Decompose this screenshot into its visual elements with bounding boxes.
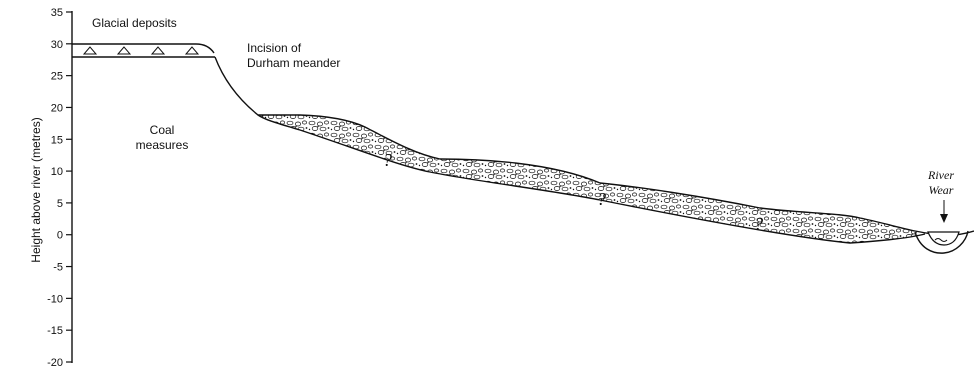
river-label-line2: Wear bbox=[929, 183, 954, 197]
incision-label-line1: Incision of bbox=[247, 41, 302, 55]
uncertainty-mark: ? bbox=[597, 189, 606, 209]
y-tick-label: 15 bbox=[51, 134, 63, 146]
y-tick-label: 25 bbox=[51, 71, 63, 83]
y-tick-label: -5 bbox=[53, 262, 63, 274]
uncertainty-mark: ? bbox=[754, 214, 763, 234]
glacial-deposits bbox=[72, 44, 215, 57]
y-axis: 35 30 25 20 15 10 5 0 -5 -10 -15 -20 Height above r… bbox=[29, 7, 72, 369]
coal-measures-label-line1: Coal bbox=[150, 123, 175, 137]
y-tick-label: -20 bbox=[47, 357, 63, 369]
y-tick-label: 35 bbox=[51, 7, 63, 19]
y-tick-label: 30 bbox=[51, 39, 63, 51]
glacial-triangle-icon bbox=[118, 47, 130, 54]
y-axis-label: Height above river (metres) bbox=[29, 117, 43, 262]
down-arrow-icon bbox=[940, 200, 948, 223]
incision-label-line2: Durham meander bbox=[247, 56, 340, 70]
river-label-line1: River bbox=[927, 168, 954, 182]
glacial-triangle-icon bbox=[84, 47, 96, 54]
glacial-triangle-icon bbox=[152, 47, 164, 54]
y-tick-label: -10 bbox=[47, 293, 63, 305]
glacial-triangle-icon bbox=[186, 47, 198, 54]
uncertainty-mark: ? bbox=[383, 150, 392, 170]
y-tick-label: 20 bbox=[51, 102, 63, 114]
y-tick-label: -15 bbox=[47, 325, 63, 337]
y-tick-label: 5 bbox=[57, 198, 63, 210]
ground-surface-profile bbox=[215, 57, 974, 235]
y-tick-label: 0 bbox=[57, 230, 63, 242]
glacial-deposits-label: Glacial deposits bbox=[92, 16, 177, 30]
y-tick-label: 10 bbox=[51, 166, 63, 178]
coal-measures-label-line2: measures bbox=[136, 138, 189, 152]
